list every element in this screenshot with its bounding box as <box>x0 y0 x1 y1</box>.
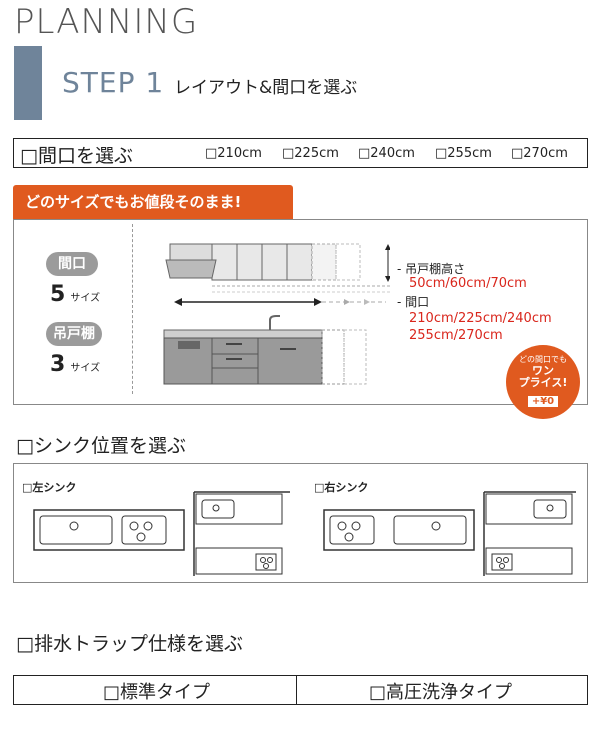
width-spec-label: - 間口 <box>397 295 430 309</box>
left-sink-option[interactable]: □左シンク <box>22 481 77 494</box>
cabinet-height-label: - 吊戸棚高さ <box>397 262 466 276</box>
sink-options-panel <box>13 463 588 583</box>
width-option-240[interactable]: □240cm <box>358 146 415 161</box>
drain-option-high-pressure[interactable]: □高圧洗浄タイプ <box>368 682 512 703</box>
step-accent-bar <box>14 46 42 120</box>
promo-tag: どのサイズでもお値段そのまま! <box>13 185 293 219</box>
one-price-badge: どの間口でも ワン プライス! +¥0 <box>506 345 580 419</box>
size-info-panel <box>13 219 588 405</box>
left-sink-diagram <box>33 491 290 576</box>
width-spec-values-1: 210cm/225cm/240cm <box>409 311 552 326</box>
drain-table-divider <box>296 675 297 705</box>
width-count-unit: サイズ <box>70 293 101 304</box>
cabinet-height-values: 50cm/60cm/70cm <box>409 276 527 291</box>
width-count: 5 サイズ <box>50 282 100 307</box>
cabinet-count: 3 サイズ <box>50 352 100 377</box>
width-option-225[interactable]: □225cm <box>282 146 339 161</box>
planning-heading: PLANNING <box>14 2 199 42</box>
panel-divider <box>132 224 133 394</box>
drain-option-standard[interactable]: □標準タイプ <box>102 682 210 703</box>
drain-section-title: □排水トラップ仕様を選ぶ <box>16 633 243 655</box>
sink-section-title: □シンク位置を選ぶ <box>16 435 186 457</box>
right-sink-diagram <box>323 491 576 576</box>
step-title: STEP 1 <box>62 66 165 99</box>
step-subtitle: レイアウト&間口を選ぶ <box>174 78 358 98</box>
dash-marker: - <box>397 295 406 309</box>
width-section-title: □間口を選ぶ <box>20 145 133 167</box>
width-count-num: 5 <box>50 282 66 307</box>
width-select-row <box>13 138 588 168</box>
kitchen-illustration <box>163 243 390 385</box>
right-sink-option[interactable]: □右シンク <box>314 481 369 494</box>
cabinet-count-label: 吊戸棚 <box>46 322 102 346</box>
width-spec-values-2: 255cm/270cm <box>409 328 503 343</box>
width-option-210[interactable]: □210cm <box>205 146 262 161</box>
cabinet-count-num: 3 <box>50 352 66 377</box>
dash-marker: - <box>397 262 406 276</box>
drain-options-table <box>13 675 588 705</box>
width-option-270[interactable]: □270cm <box>511 146 568 161</box>
width-option-255[interactable]: □255cm <box>435 146 492 161</box>
width-count-label: 間口 <box>46 252 98 276</box>
cabinet-count-unit: サイズ <box>70 363 101 374</box>
